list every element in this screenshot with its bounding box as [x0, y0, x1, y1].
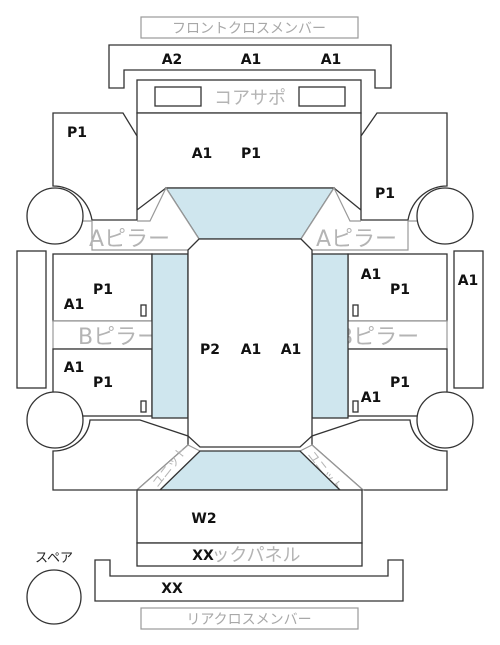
back-panel-label: ックパネル [211, 545, 300, 566]
front-door-left-handle[interactable] [140, 304, 147, 317]
front-door-left-code-a: A1 [64, 297, 85, 313]
roof[interactable] [187, 238, 313, 448]
roof-code-p: P2 [200, 342, 220, 358]
bonnet-code-a: A1 [192, 146, 213, 162]
trunk[interactable] [136, 489, 363, 544]
back-panel-code: XX [192, 548, 214, 564]
rear-tire-right[interactable] [416, 391, 474, 449]
front-door-right-code-a: A1 [361, 267, 382, 283]
side-window-right[interactable] [311, 253, 349, 419]
b-pillar-right-label: Bピラー [338, 325, 419, 350]
rear-door-right-code-a: A1 [361, 390, 382, 406]
b-pillar-left-label: Bピラー [78, 325, 159, 350]
front-cross-member-label: フロントクロスメンバー [172, 21, 326, 37]
front-door-left[interactable] [52, 253, 153, 322]
fender-right-code: P1 [375, 186, 395, 202]
bonnet-code-p: P1 [241, 146, 261, 162]
rocker-right-code: A1 [458, 273, 479, 289]
front-fender-left[interactable] [52, 112, 138, 221]
rear-door-left-handle[interactable] [140, 400, 147, 413]
rear-door-right-code-p: P1 [390, 375, 410, 391]
rocker-panel-right[interactable] [453, 250, 484, 389]
headlight-right[interactable] [298, 86, 346, 107]
a-pillar-left-label: Aピラー [89, 227, 170, 252]
rear-cross-code: XX [161, 581, 183, 597]
front-cross-code-right: A1 [321, 52, 342, 68]
rear-door-left-code-p: P1 [93, 375, 113, 391]
roof-code-a2: A1 [281, 342, 302, 358]
rear-cross-member-box [140, 607, 359, 630]
front-door-right-code-p: P1 [390, 282, 410, 298]
front-tire-right[interactable] [416, 187, 474, 245]
front-fender-right[interactable] [360, 112, 448, 221]
front-cross-member[interactable] [108, 44, 392, 89]
spare-tire[interactable] [26, 569, 82, 625]
front-cross-code-mid: A1 [241, 52, 262, 68]
core-support-label: コアサポ [214, 88, 286, 109]
rear-door-left-code-a: A1 [64, 360, 85, 376]
back-panel[interactable] [136, 542, 363, 567]
roof-code-a1: A1 [241, 342, 262, 358]
rocker-panel-left[interactable] [16, 250, 47, 389]
headlight-left[interactable] [154, 86, 202, 107]
side-window-left[interactable] [151, 253, 189, 419]
front-door-left-code-p: P1 [93, 282, 113, 298]
a-pillar-right-label: Aピラー [316, 227, 397, 252]
spare-label: スペア [35, 551, 73, 566]
rear-tire-left[interactable] [26, 391, 84, 449]
rear-cross-member-label: リアクロスメンバー [186, 612, 311, 628]
front-tire-left[interactable] [26, 187, 84, 245]
trunk-code: W2 [191, 511, 216, 527]
rear-door-right-handle[interactable] [352, 400, 359, 413]
fender-left-code: P1 [67, 125, 87, 141]
front-cross-member-box [140, 16, 359, 39]
front-door-right-handle[interactable] [352, 304, 359, 317]
rear-cross-member[interactable] [94, 559, 404, 602]
front-cross-code-left: A2 [162, 52, 183, 68]
